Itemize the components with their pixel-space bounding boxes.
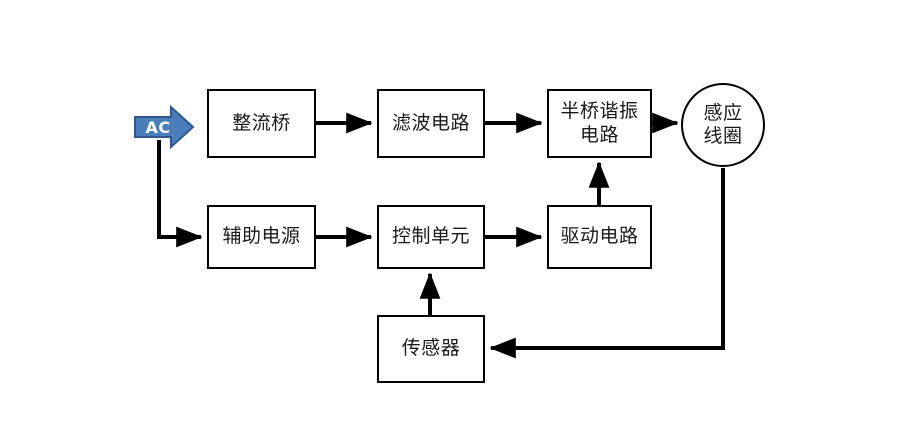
node-coil[interactable]: 感应 线圈 — [681, 83, 765, 167]
node-aux-power[interactable]: 辅助电源 — [207, 205, 316, 269]
node-rectifier[interactable]: 整流桥 — [207, 89, 316, 158]
connector-coil-to-sensor — [489, 168, 725, 359]
node-rectifier-label: 整流桥 — [232, 111, 291, 134]
node-drive-circuit-label: 驱动电路 — [560, 225, 639, 248]
node-aux-power-label: 辅助电源 — [222, 225, 301, 248]
node-control-unit[interactable]: 控制单元 — [377, 205, 485, 269]
node-coil-label: 感应 线圈 — [703, 102, 743, 147]
node-half-bridge[interactable]: 半桥谐振 电路 — [547, 89, 652, 158]
ac-source-arrow — [133, 105, 195, 149]
node-drive-circuit[interactable]: 驱动电路 — [547, 205, 652, 269]
node-filter-label: 滤波电路 — [391, 111, 470, 134]
connector-ac-to-aux — [157, 140, 203, 248]
node-sensor[interactable]: 传感器 — [377, 315, 485, 383]
node-half-bridge-label: 半桥谐振 电路 — [560, 100, 639, 146]
node-sensor-label: 传感器 — [401, 337, 461, 360]
node-filter[interactable]: 滤波电路 — [377, 89, 485, 158]
node-control-unit-label: 控制单元 — [391, 225, 470, 248]
